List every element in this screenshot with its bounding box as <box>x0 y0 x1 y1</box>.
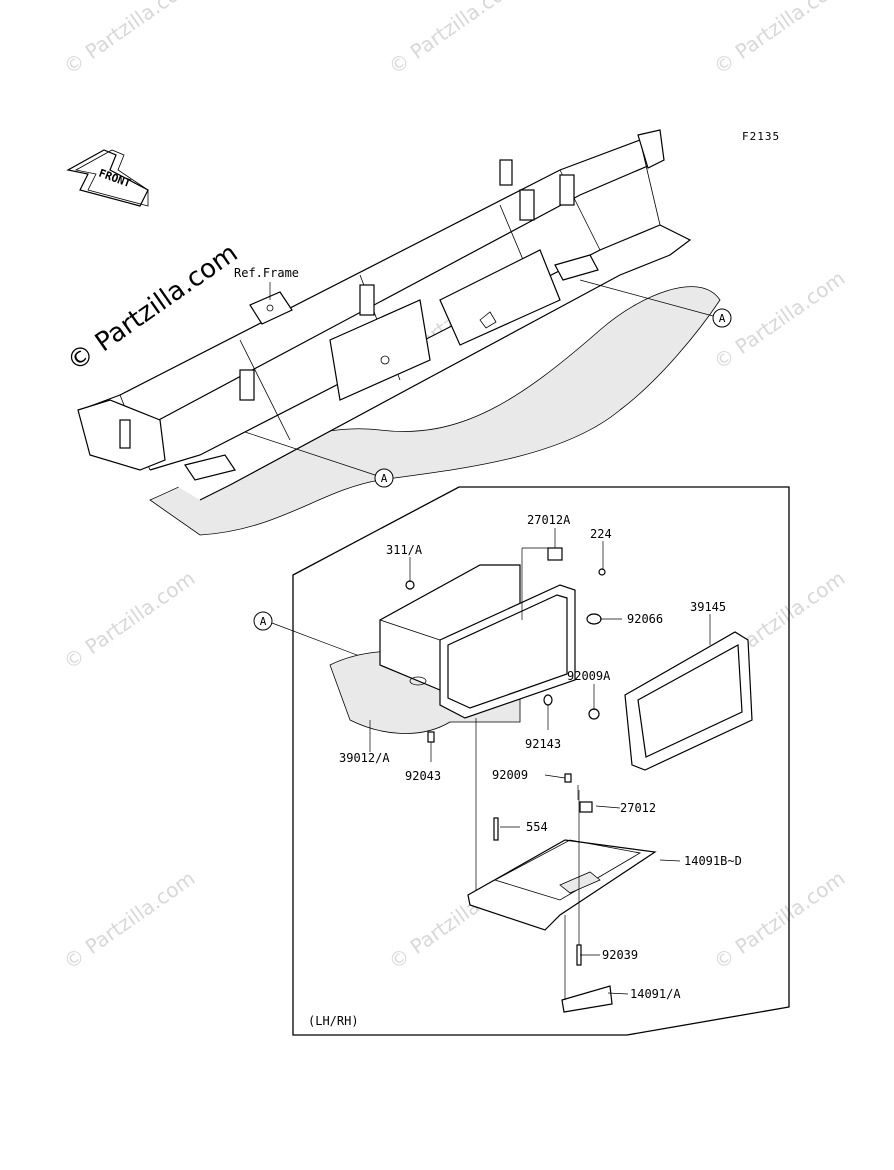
part-label[interactable]: 92043 <box>405 769 441 783</box>
diagram-code: F2135 <box>742 130 780 143</box>
svg-text:A: A <box>260 615 267 628</box>
watermark: © Partzilla.com <box>59 566 199 674</box>
svg-text:A: A <box>381 472 388 485</box>
lid-39145 <box>624 631 753 771</box>
front-arrow-icon: FRONT <box>66 149 149 207</box>
connector-a: A <box>579 279 732 328</box>
part-labels: 27012A 224 311/A 92066 39145 92009A 9214… <box>339 513 742 1001</box>
frame-illustration <box>77 129 721 536</box>
connector-a: A <box>244 431 394 488</box>
svg-text:A: A <box>719 312 726 325</box>
part-label[interactable]: 27012 <box>620 801 656 815</box>
part-label[interactable]: 92143 <box>525 737 561 751</box>
part-label[interactable]: 92009A <box>567 669 611 683</box>
part-label[interactable]: 92039 <box>602 948 638 962</box>
part-label[interactable]: 39145 <box>690 600 726 614</box>
watermark: © Partzilla.com <box>59 866 199 974</box>
ref-frame-label: Ref.Frame <box>234 266 299 280</box>
part-label[interactable]: 39012/A <box>339 751 390 765</box>
part-label[interactable]: 554 <box>526 820 548 834</box>
variant-label: (LH/RH) <box>308 1014 359 1028</box>
part-label[interactable]: 14091B~D <box>684 854 742 868</box>
watermark: © Partzilla.com <box>59 0 199 79</box>
part-label[interactable]: 224 <box>590 527 612 541</box>
watermark: © Partzilla.com <box>384 0 524 79</box>
storage-box-assembly <box>329 564 576 734</box>
part-label[interactable]: 92066 <box>627 612 663 626</box>
part-label[interactable]: 311/A <box>386 543 423 557</box>
detail-frame <box>292 486 790 1036</box>
part-label[interactable]: 14091/A <box>630 987 681 1001</box>
watermark: © Partzilla.com <box>709 866 849 974</box>
part-label[interactable]: 92009 <box>492 768 528 782</box>
watermark: © Partzilla.com <box>709 0 849 79</box>
part-label[interactable]: 27012A <box>527 513 571 527</box>
tray-14091 <box>467 839 657 931</box>
leader-lines <box>369 528 711 1000</box>
